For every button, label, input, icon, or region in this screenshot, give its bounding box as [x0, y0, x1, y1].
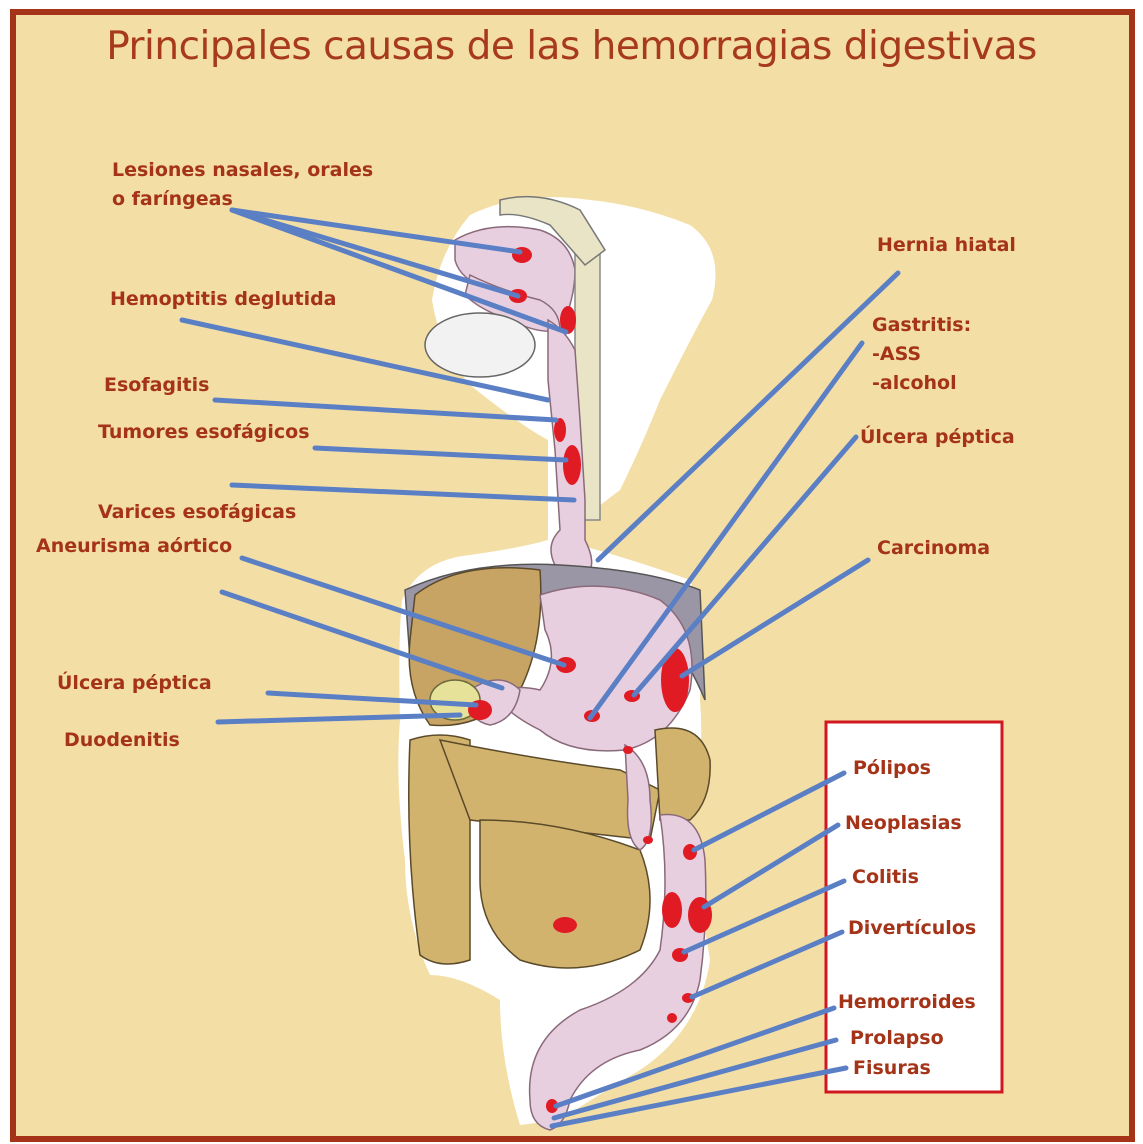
label-prolapso: Prolapso: [850, 1026, 944, 1050]
lesion-spot: [667, 1013, 677, 1023]
label-aneurisma-aortico: Aneurisma aórtico: [36, 534, 232, 558]
lesion-spot: [662, 892, 682, 928]
lesion-spot: [553, 917, 577, 933]
label-neoplasias: Neoplasias: [845, 811, 962, 835]
label-ulcera-peptica-right: Úlcera péptica: [860, 425, 1015, 449]
page-title: Principales causas de las hemorragias di…: [0, 24, 1143, 69]
label-hernia-hiatal: Hernia hiatal: [877, 233, 1016, 257]
label-hemorroides: Hemorroides: [838, 990, 976, 1014]
label-tumores-esofagicos: Tumores esofágicos: [98, 420, 310, 444]
label-ulcera-peptica-left: Úlcera péptica: [57, 671, 212, 695]
leader-line: [232, 485, 574, 500]
label-esofagitis: Esofagitis: [104, 373, 209, 397]
tongue: [425, 313, 535, 377]
label-carcinoma: Carcinoma: [877, 536, 990, 560]
leader-line: [634, 437, 856, 695]
leader-line: [315, 448, 566, 460]
label-fisuras: Fisuras: [853, 1056, 931, 1080]
leader-line: [694, 773, 844, 850]
lesion-spot: [563, 445, 581, 485]
label-hemoptitis: Hemoptitis deglutida: [110, 287, 337, 311]
leader-line: [682, 560, 868, 676]
lesion-spot: [623, 746, 633, 754]
label-lesiones-nasales-line2: o faríngeas: [112, 187, 233, 211]
label-gastritis-ass: -ASS: [872, 342, 921, 366]
lesion-spot: [643, 836, 653, 844]
label-duodenitis: Duodenitis: [64, 728, 180, 752]
leader-line: [692, 932, 842, 997]
label-varices-esofagicas: Varices esofágicas: [98, 500, 296, 524]
label-polipos: Pólipos: [853, 756, 931, 780]
ascending-right: [655, 728, 710, 820]
label-lesiones-nasales-line1: Lesiones nasales, orales: [112, 158, 373, 182]
label-colitis: Colitis: [852, 865, 919, 889]
label-diverticulos: Divertículos: [848, 916, 976, 940]
label-gastritis: Gastritis:: [872, 313, 971, 337]
label-gastritis-alcohol: -alcohol: [872, 371, 957, 395]
